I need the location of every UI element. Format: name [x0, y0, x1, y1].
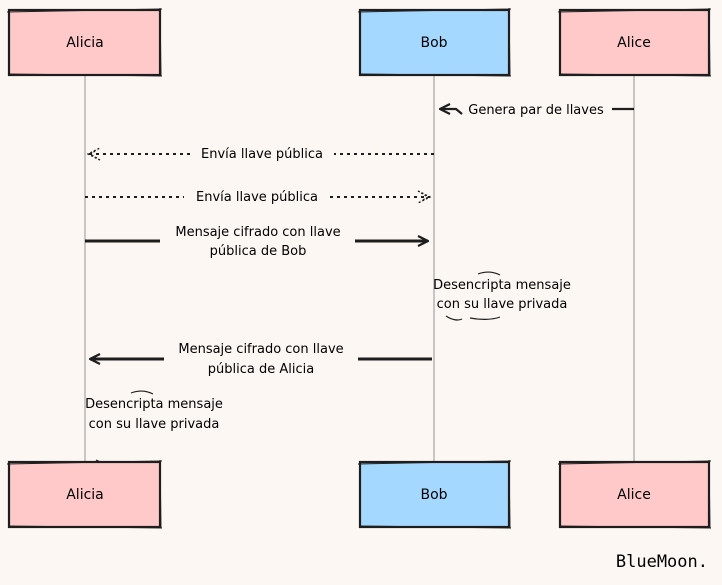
participant-bob-top[interactable]: Bob [357, 7, 512, 77]
note-label-line-1: Desencripta mensaje [85, 397, 223, 412]
note-label-line-2: con su llave privada [89, 417, 220, 432]
message-encrypted-alicia[interactable]: Mensaje cifrado con llave pública de Ali… [90, 342, 432, 377]
participant-label: Alicia [66, 487, 104, 503]
message-label: Envía llave pública [196, 190, 318, 205]
participant-label: Bob [420, 487, 447, 503]
participant-label: Alicia [66, 35, 104, 51]
message-encrypted-bob[interactable]: Mensaje cifrado con llave pública de Bob [85, 225, 428, 259]
note-alicia-decrypt: Desencripta mensaje con su llave privada [85, 390, 223, 465]
participant-label: Alice [617, 35, 651, 51]
message-label: Genera par de llaves [468, 103, 604, 118]
message-send-public-key-1[interactable]: Envía llave pública [88, 147, 434, 162]
message-label: Envía llave pública [201, 147, 323, 162]
watermark-text: BlueMoon. [616, 552, 708, 572]
participant-label: Bob [420, 35, 447, 51]
participant-bob-bottom[interactable]: Bob [357, 459, 512, 529]
message-label-line-2: pública de Bob [210, 244, 307, 259]
message-generate-keys[interactable]: Genera par de llaves [440, 103, 634, 118]
participant-alice-bottom[interactable]: Alice [557, 459, 712, 529]
participant-alice-top[interactable]: Alice [557, 7, 712, 77]
message-label-line-2: pública de Alicia [208, 362, 314, 377]
note-label-line-2: con su llave privada [437, 297, 568, 312]
message-label-line-1: Mensaje cifrado con llave [178, 342, 343, 357]
note-bob-decrypt: Desencripta mensaje con su llave privada [433, 271, 571, 321]
participant-label: Alice [617, 487, 651, 503]
participant-alicia-top[interactable]: Alicia [6, 7, 163, 77]
message-send-public-key-2[interactable]: Envía llave pública [85, 190, 430, 205]
lifelines [84, 75, 635, 462]
note-label-line-1: Desencripta mensaje [433, 278, 571, 293]
participant-alicia-bottom[interactable]: Alicia [6, 459, 163, 529]
message-label-line-1: Mensaje cifrado con llave [175, 225, 340, 240]
